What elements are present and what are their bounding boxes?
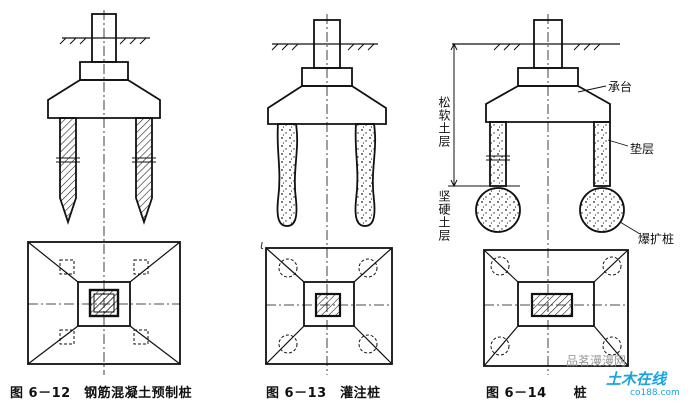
blast-bulb-right <box>579 187 625 233</box>
bored-pile-right <box>354 123 377 227</box>
blast-pile-shaft-right <box>593 121 611 187</box>
pile-cap <box>267 85 387 125</box>
pile-plan-3 <box>278 334 298 354</box>
pile-plan-2 <box>133 259 149 275</box>
pile-plan-2 <box>358 258 378 278</box>
caption-fig-6-13: 图 6－13 灌注桩 <box>266 386 381 401</box>
caption-fig-6-12: 图 6－12 钢筋混凝土预制桩 <box>10 386 193 401</box>
plan-middle <box>303 281 355 327</box>
plan-outer <box>265 247 393 365</box>
label-blast-pile: 爆扩桩 <box>638 232 675 246</box>
pile-cap <box>47 79 161 119</box>
pile-plan-2 <box>602 256 622 276</box>
pile-plan-4 <box>358 334 378 354</box>
bored-pile-left <box>276 123 299 227</box>
label-cap: 承台 <box>608 80 633 94</box>
watermark-url: co188.com <box>630 388 680 398</box>
plan-outer <box>27 241 181 365</box>
pile-plan-1 <box>278 258 298 278</box>
pile-plan-1 <box>490 256 510 276</box>
label-cushion: 垫层 <box>630 142 655 156</box>
watermark-line1: 品茗漫漫网 <box>566 354 627 368</box>
watermark-logo: 土木在线 <box>606 370 667 388</box>
pile-plan-1 <box>59 259 75 275</box>
blast-pile-shaft-left <box>489 121 507 187</box>
label-hard-soil: 坚硬土层 <box>437 190 451 242</box>
pile-plan-4 <box>602 336 622 356</box>
pile-plan-4 <box>133 329 149 345</box>
caption-fig-6-14: 图 6－14 桩 <box>486 386 588 401</box>
pile-plan-3 <box>490 336 510 356</box>
plan-outer <box>483 249 629 367</box>
label-soft-soil: 松软土层 <box>437 96 451 148</box>
precast-pile-right <box>135 117 153 225</box>
plan-middle <box>517 281 595 327</box>
stray-mark: ι <box>260 238 265 252</box>
ground-hatch <box>59 37 147 45</box>
precast-pile-left <box>59 117 77 225</box>
blast-bulb-left <box>475 187 521 233</box>
pile-plan-3 <box>59 329 75 345</box>
figure-6-14 <box>448 14 641 375</box>
figure-6-13 <box>265 14 393 375</box>
figure-6-12 <box>27 10 181 375</box>
